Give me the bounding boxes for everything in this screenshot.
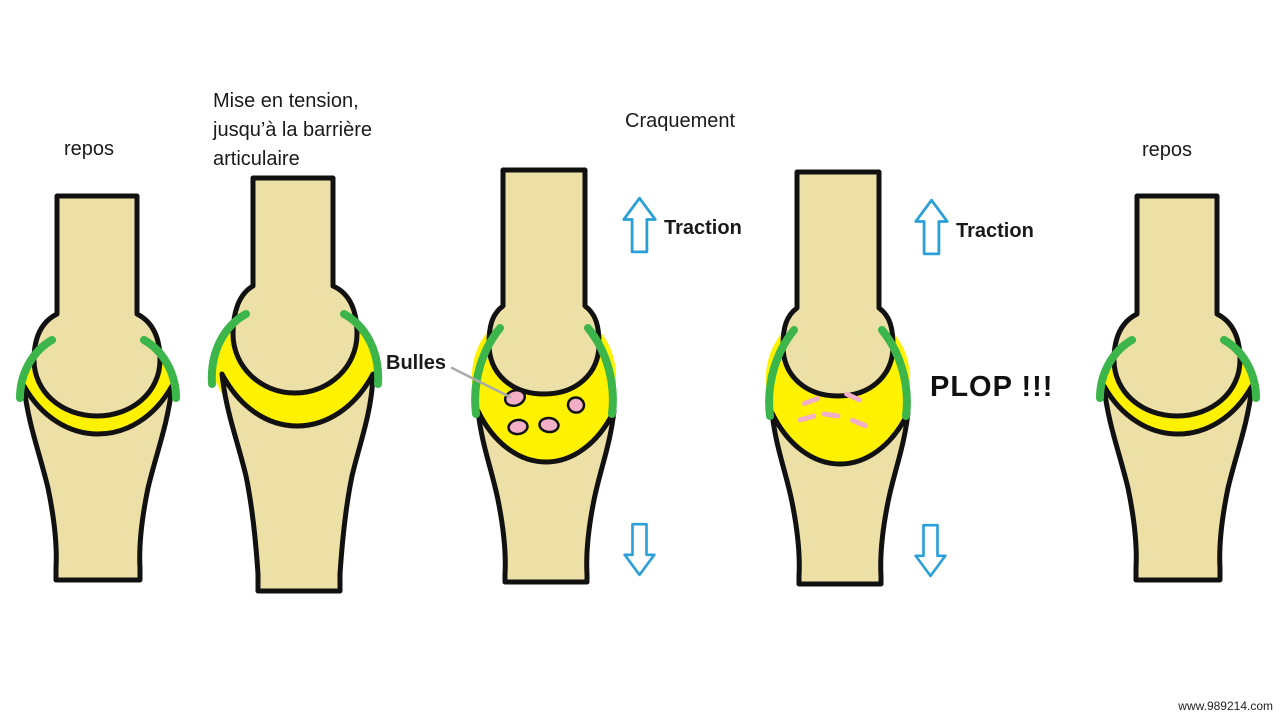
rest-label-right: repos bbox=[1142, 139, 1193, 161]
watermark-text: www.989214.com bbox=[1178, 699, 1273, 713]
tension-label-line2: jusqu’à la barrière bbox=[213, 119, 372, 141]
crack-title: Craquement bbox=[625, 110, 736, 132]
tension-label-line3: articulaire bbox=[213, 148, 300, 170]
joint-figure-rest-right bbox=[1090, 190, 1270, 590]
traction-label-right: Traction bbox=[956, 220, 1034, 242]
traction-up-arrow-left-icon bbox=[621, 196, 658, 254]
traction-label-left: Traction bbox=[664, 217, 742, 239]
traction-down-arrow-right-icon bbox=[913, 523, 948, 578]
bubbles-label: Bulles bbox=[386, 352, 447, 374]
traction-down-arrow-left-icon bbox=[622, 521, 657, 578]
tension-label: Mise en tension, jusqu’à la barrière art… bbox=[213, 87, 372, 174]
joint-figure-rest-left bbox=[10, 190, 190, 590]
plop-label: PLOP !!! bbox=[930, 371, 1054, 403]
gas-bubbles bbox=[503, 388, 586, 436]
collapsed-bubbles bbox=[797, 391, 868, 429]
bubbles-pointer-line bbox=[450, 366, 512, 399]
rest-label-left: repos bbox=[64, 138, 115, 160]
joint-figure-tension bbox=[206, 174, 396, 598]
joint-figure-released bbox=[760, 166, 920, 591]
tension-label-line1: Mise en tension, bbox=[213, 90, 359, 112]
traction-up-arrow-right-icon bbox=[913, 198, 950, 256]
joint-figure-cracked bbox=[466, 164, 626, 589]
